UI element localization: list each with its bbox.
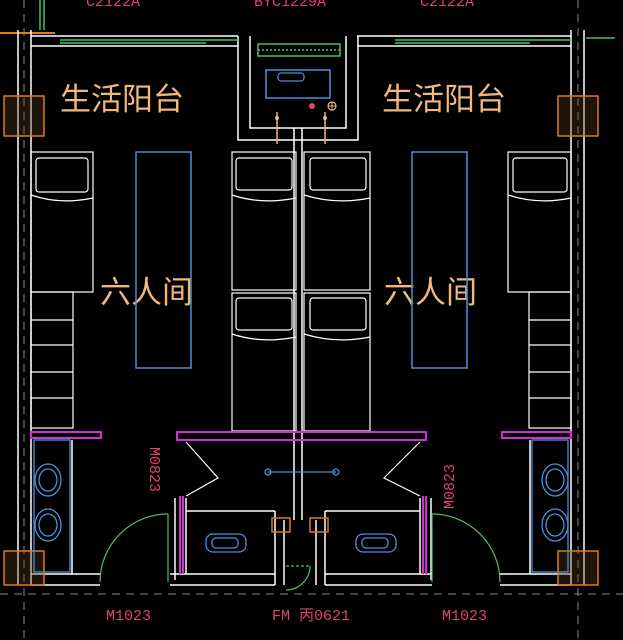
room-right-label: 六人间 bbox=[384, 275, 477, 311]
desks bbox=[135, 151, 468, 369]
window-tag-top-right: C2122A bbox=[420, 0, 474, 11]
balcony-railings bbox=[60, 37, 615, 57]
window-tag-top-left: C2122A bbox=[86, 0, 140, 11]
walls bbox=[17, 30, 585, 586]
window-tag-top-mid: BYC1229A bbox=[254, 0, 326, 11]
columns bbox=[3, 95, 599, 586]
door-swings bbox=[99, 441, 501, 591]
laundry-fixtures bbox=[265, 69, 337, 144]
door-tag-bottom-left: M1023 bbox=[106, 608, 151, 625]
top-left-marker bbox=[0, 0, 55, 34]
room-left-label: 六人间 bbox=[100, 275, 193, 311]
vanity-counters bbox=[30, 431, 572, 574]
pipe-shaft bbox=[271, 517, 329, 533]
door-tag-bottom-mid: FM 丙0621 bbox=[272, 608, 350, 625]
balcony-left-label: 生活阳台 bbox=[60, 82, 184, 118]
beds bbox=[30, 151, 572, 432]
door-tag-bottom-right: M1023 bbox=[442, 608, 487, 625]
door-tag-right-vertical: M0823 bbox=[442, 464, 459, 509]
washbasins bbox=[33, 439, 569, 573]
door-tag-left-vertical: M0823 bbox=[145, 447, 162, 492]
balcony-right-label: 生活阳台 bbox=[382, 82, 506, 118]
